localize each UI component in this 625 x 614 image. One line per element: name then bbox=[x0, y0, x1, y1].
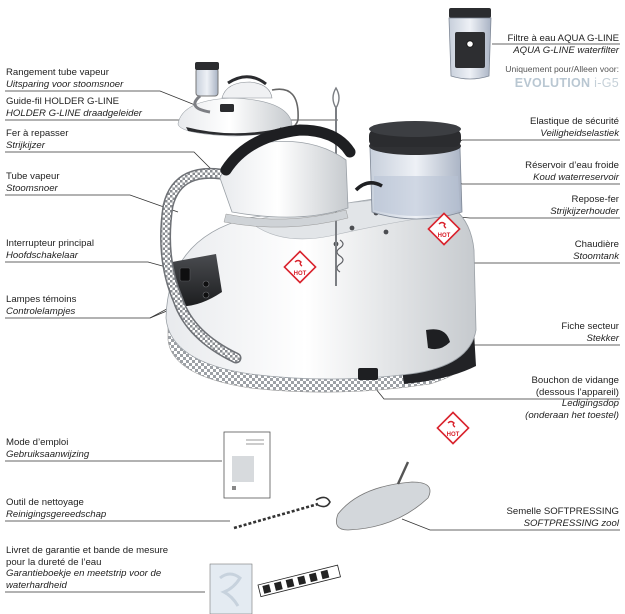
label-soleplate-nl: SOFTPRESSING zool bbox=[523, 517, 619, 529]
label-drain-fr2: (dessous l’appareil) bbox=[535, 386, 619, 398]
label-tool-nl: Reinigingsgereedschap bbox=[6, 508, 107, 520]
label-lamps-fr: Lampes témoins bbox=[6, 294, 77, 305]
label-warranty: Livret de garantie et bande de mesure po… bbox=[6, 545, 168, 591]
label-lamps: Lampes témoins Controlelampjes bbox=[6, 294, 76, 317]
label-filter: Filtre à eau AQUA G-LINE AQUA G-LINE wat… bbox=[508, 33, 619, 56]
measuring-strip bbox=[257, 564, 341, 598]
main-appliance bbox=[165, 195, 477, 393]
hot-badge-3-text: HOT bbox=[447, 432, 460, 438]
label-holder-fr: Guide-fil HOLDER G-LINE bbox=[6, 96, 120, 107]
label-holder-nl: HOLDER G-LINE draadgeleider bbox=[6, 107, 142, 119]
label-iron: Fer à repasser Strijkijzer bbox=[6, 128, 68, 151]
label-rest: Repose-fer Strijkijzerhouder bbox=[550, 194, 619, 217]
hot-badge-2-text: HOT bbox=[438, 233, 451, 239]
label-reservoir-fr: Réservoir d’eau froide bbox=[525, 160, 619, 171]
label-warranty-nl2: waterhardheid bbox=[6, 579, 67, 591]
main-switch-graphic bbox=[179, 267, 191, 282]
label-hose-nl: Stoomsnoer bbox=[6, 182, 58, 194]
label-holder: Guide-fil HOLDER G-LINE HOLDER G-LINE dr… bbox=[6, 96, 142, 119]
label-storage: Rangement tube vapeur Uitsparing voor st… bbox=[6, 67, 123, 90]
label-filter-note: Uniquement pour/Alleen voor: bbox=[505, 64, 619, 74]
label-switch-fr: Interrupteur principal bbox=[6, 238, 94, 249]
hot-badge-1: HOT bbox=[283, 250, 317, 284]
label-filter-nl: AQUA G-LINE waterfilter bbox=[513, 44, 619, 56]
label-switch-nl: Hoofdschakelaar bbox=[6, 249, 78, 261]
label-boiler-nl: Stoomtank bbox=[573, 250, 619, 262]
leader-soleplate bbox=[401, 518, 620, 531]
label-drain-nl2: (onderaan het toestel) bbox=[525, 409, 619, 421]
label-drain-fr1: Bouchon de vidange bbox=[531, 375, 619, 386]
label-rest-nl: Strijkijzerhouder bbox=[550, 205, 619, 217]
manual-booklet bbox=[223, 431, 271, 499]
soleplate bbox=[335, 461, 431, 531]
label-filter-fr: Filtre à eau AQUA G-LINE bbox=[507, 33, 619, 44]
label-soleplate-fr: Semelle SOFTPRESSING bbox=[506, 506, 620, 517]
hot-badge-3: HOT bbox=[436, 411, 470, 445]
label-warranty-fr2: pour la dureté de l’eau bbox=[6, 556, 102, 568]
label-warranty-nl1: Garantieboekje en meetstrip voor de bbox=[6, 568, 162, 579]
label-manual-fr: Mode d’emploi bbox=[6, 437, 69, 448]
label-soleplate: Semelle SOFTPRESSING SOFTPRESSING zool bbox=[507, 506, 620, 529]
label-reservoir-nl: Koud waterreservoir bbox=[533, 171, 619, 183]
model-variant: i-G5 bbox=[594, 76, 619, 90]
label-plug-nl: Stekker bbox=[586, 332, 619, 344]
label-elastic-nl: Veiligheidselastiek bbox=[540, 127, 619, 139]
filter-marker-dot bbox=[466, 40, 474, 48]
label-filter-model: EVOLUTION i-G5 bbox=[515, 76, 619, 90]
leader-hose bbox=[5, 194, 179, 213]
label-manual: Mode d’emploi Gebruiksaanwijzing bbox=[6, 437, 89, 460]
hot-badge-1-text: HOT bbox=[294, 271, 307, 277]
label-warranty-fr1: Livret de garantie et bande de mesure bbox=[6, 545, 169, 556]
filter-cartridge bbox=[448, 8, 492, 80]
cleaning-tool bbox=[233, 496, 331, 530]
label-rest-fr: Repose-fer bbox=[571, 194, 619, 205]
label-hose-fr: Tube vapeur bbox=[6, 171, 60, 182]
warranty-booklet bbox=[209, 563, 341, 614]
label-boiler: Chaudière Stoomtank bbox=[573, 239, 619, 262]
label-reservoir: Réservoir d’eau froide Koud waterreservo… bbox=[525, 160, 619, 183]
label-plug-fr: Fiche secteur bbox=[561, 321, 619, 332]
label-tool: Outil de nettoyage Reinigingsgereedschap bbox=[6, 497, 106, 520]
label-iron-fr: Fer à repasser bbox=[6, 128, 69, 139]
label-manual-nl: Gebruiksaanwijzing bbox=[6, 448, 90, 460]
label-iron-nl: Strijkijzer bbox=[6, 139, 45, 151]
safety-elastic bbox=[354, 181, 383, 192]
label-boiler-fr: Chaudière bbox=[574, 239, 619, 250]
label-tool-fr: Outil de nettoyage bbox=[6, 497, 84, 508]
label-elastic-fr: Elastique de sécurité bbox=[529, 116, 619, 127]
model-name: EVOLUTION bbox=[514, 76, 591, 90]
label-elastic: Elastique de sécurité Veiligheidselastie… bbox=[530, 116, 619, 139]
label-lamps-nl: Controlelampjes bbox=[6, 305, 76, 317]
label-drain-nl1: Ledigingsdop bbox=[561, 398, 619, 409]
label-drain: Bouchon de vidange (dessous l’appareil) … bbox=[525, 375, 619, 421]
label-plug: Fiche secteur Stekker bbox=[561, 321, 619, 344]
label-hose: Tube vapeur Stoomsnoer bbox=[6, 171, 60, 194]
label-switch: Interrupteur principal Hoofdschakelaar bbox=[6, 238, 94, 261]
water-reservoir bbox=[369, 121, 463, 220]
thumbnail-station bbox=[177, 62, 299, 137]
hot-badge-2: HOT bbox=[427, 212, 461, 246]
label-storage-fr: Rangement tube vapeur bbox=[6, 67, 109, 78]
label-storage-nl: Uitsparing voor stoomsnoer bbox=[6, 78, 124, 90]
iron-graphic bbox=[219, 124, 356, 228]
